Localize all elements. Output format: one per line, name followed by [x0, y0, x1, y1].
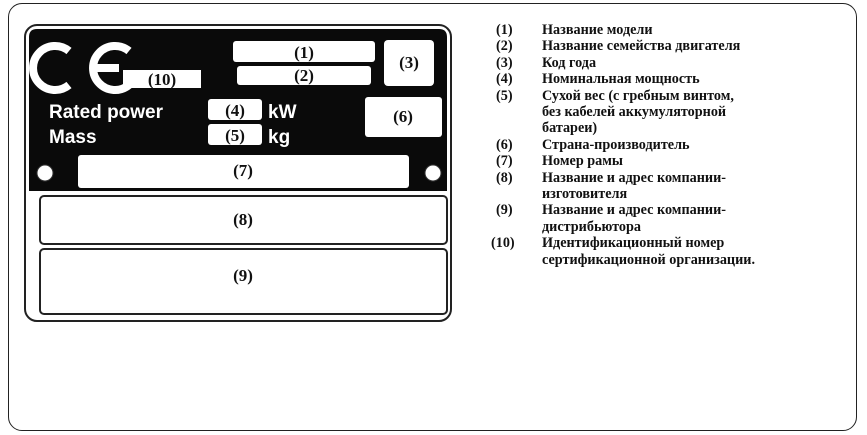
legend-text: Название семейства двигателя — [542, 38, 741, 55]
field-8-box — [39, 195, 448, 245]
field-6-box — [365, 97, 442, 137]
field-8-label: (8) — [233, 210, 253, 229]
legend-number: (5) — [496, 87, 513, 104]
legend-item: (3) Код года — [496, 55, 856, 71]
mass-label: Mass — [49, 127, 97, 148]
field-1-box — [233, 41, 375, 62]
legend-text: Идентификационный номер сертификационной… — [542, 235, 755, 268]
field-9-box — [39, 248, 448, 315]
legend-number: (1) — [496, 22, 513, 38]
legend-item: (7) Номер рамы — [496, 153, 856, 169]
rated-power-label: Rated power — [49, 102, 164, 123]
legend-text: Название и адрес компании- дистрибьютора — [542, 202, 726, 235]
outer-frame — [8, 3, 857, 431]
legend-text: Сухой вес (с гребным винтом, без кабелей… — [542, 87, 734, 137]
field-10-box — [123, 70, 201, 88]
legend-text: Страна-производитель — [542, 136, 690, 153]
field-5-box — [208, 124, 262, 145]
legend-text: Номер рамы — [542, 153, 623, 170]
field-10-label: (10) — [148, 70, 176, 89]
legend-text: Код года — [542, 54, 597, 71]
legend-number: (8) — [496, 169, 513, 186]
field-1-label: (1) — [294, 43, 314, 62]
legend-item: (8) Название и адрес компании- изготовит… — [496, 170, 856, 203]
legend-item: (4) Номинальная мощность — [496, 71, 856, 87]
legend-number: (4) — [496, 71, 513, 88]
legend-item: (2) Название семейства двигателя — [496, 38, 856, 54]
legend-item: (5) Сухой вес (с гребным винтом, без каб… — [496, 88, 856, 137]
field-9-label: (9) — [233, 266, 253, 285]
field-2-label: (2) — [294, 66, 314, 85]
field-7-label: (7) — [233, 161, 253, 180]
legend-item: (10) Идентификационный номер сертификаци… — [491, 235, 856, 268]
legend-text: Название модели — [542, 22, 653, 38]
legend-number: (3) — [496, 54, 513, 71]
legend-text: Название и адрес компании- изготовителя — [542, 169, 726, 203]
field-7-box — [78, 155, 409, 188]
ce-mark — [29, 42, 132, 94]
field-4-box — [208, 99, 262, 120]
right-mounting-hole — [424, 164, 442, 182]
legend-text: Номинальная мощность — [542, 71, 700, 88]
certification-plate: (10) (1) (2) (3) Rated power (4) kW Mass… — [24, 24, 452, 322]
legend-item: (9) Название и адрес компании- дистрибью… — [496, 202, 856, 235]
left-mounting-hole — [36, 164, 54, 182]
legend-number: (7) — [496, 153, 513, 170]
rated-power-unit: kW — [268, 102, 297, 123]
legend-number: (6) — [496, 136, 513, 153]
mass-unit: kg — [268, 127, 290, 148]
legend-list: (1) Название модели (2) Название семейст… — [491, 22, 856, 268]
legend-number: (9) — [496, 202, 513, 219]
field-5-label: (5) — [225, 126, 245, 145]
legend-item: (1) Название модели — [496, 22, 856, 38]
field-2-box — [237, 66, 371, 85]
legend-number: (10) — [491, 235, 515, 252]
legend-number: (2) — [496, 38, 513, 55]
field-3-label: (3) — [399, 53, 419, 72]
field-3-box — [384, 40, 434, 86]
legend-item: (6) Страна-производитель — [496, 137, 856, 153]
field-4-label: (4) — [225, 101, 245, 120]
field-6-label: (6) — [393, 107, 413, 126]
